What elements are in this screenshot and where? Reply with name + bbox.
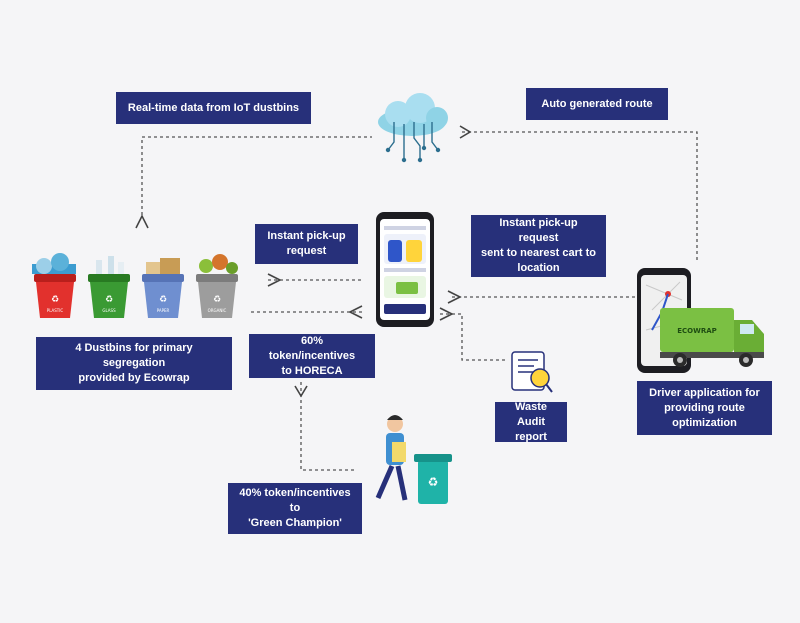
bin-label: GLASS	[102, 308, 116, 313]
dustbins-label: 4 Dustbins for primary segregation provi…	[36, 337, 232, 390]
arrow-down-horeca	[294, 385, 308, 398]
pickup-sent-label: Instant pick-up request sent to nearest …	[471, 215, 606, 277]
svg-text:♻: ♻	[105, 295, 113, 305]
connector-iot-data	[141, 136, 372, 215]
svg-text:♻: ♻	[213, 295, 221, 305]
bin-label: ORGANIC	[208, 308, 227, 313]
auto-route-label: Auto generated route	[526, 88, 668, 120]
bin-organic: ♻ ORGANIC	[196, 254, 238, 318]
instant-pickup-label: Instant pick-up request	[255, 224, 358, 264]
connector-audit	[440, 313, 508, 361]
arrow-left-cloud	[459, 125, 472, 139]
bin-label: PAPER	[157, 308, 170, 313]
bin-plastic: ♻ PLASTIC	[32, 253, 76, 318]
bin-label: PLASTIC	[47, 308, 64, 313]
bin-paper: ♻ PAPER	[142, 258, 184, 318]
arrow-up-bins	[135, 214, 149, 229]
arrow-left-bins	[348, 305, 363, 319]
svg-text:♻: ♻	[159, 295, 167, 305]
bin-glass: ♻ GLASS	[88, 256, 130, 318]
arrow-right-phone	[267, 273, 282, 287]
arrow-right-truck	[447, 290, 462, 304]
connector-auto-route	[462, 131, 698, 260]
green-champion-label: 40% token/incentives to 'Green Champion'	[228, 483, 362, 534]
iot-data-label: Real-time data from IoT dustbins	[116, 92, 311, 124]
horeca-label: 60% token/incentives to HORECA	[249, 334, 375, 378]
driver-app-label: Driver application for providing route o…	[637, 381, 772, 435]
svg-text:♻: ♻	[51, 295, 59, 305]
truck-brand-text: ECOWRAP	[677, 327, 717, 335]
arrow-right-audit	[439, 307, 454, 321]
svg-text:♻: ♻	[428, 475, 439, 489]
waste-audit-label: Waste Audit report	[495, 401, 567, 443]
